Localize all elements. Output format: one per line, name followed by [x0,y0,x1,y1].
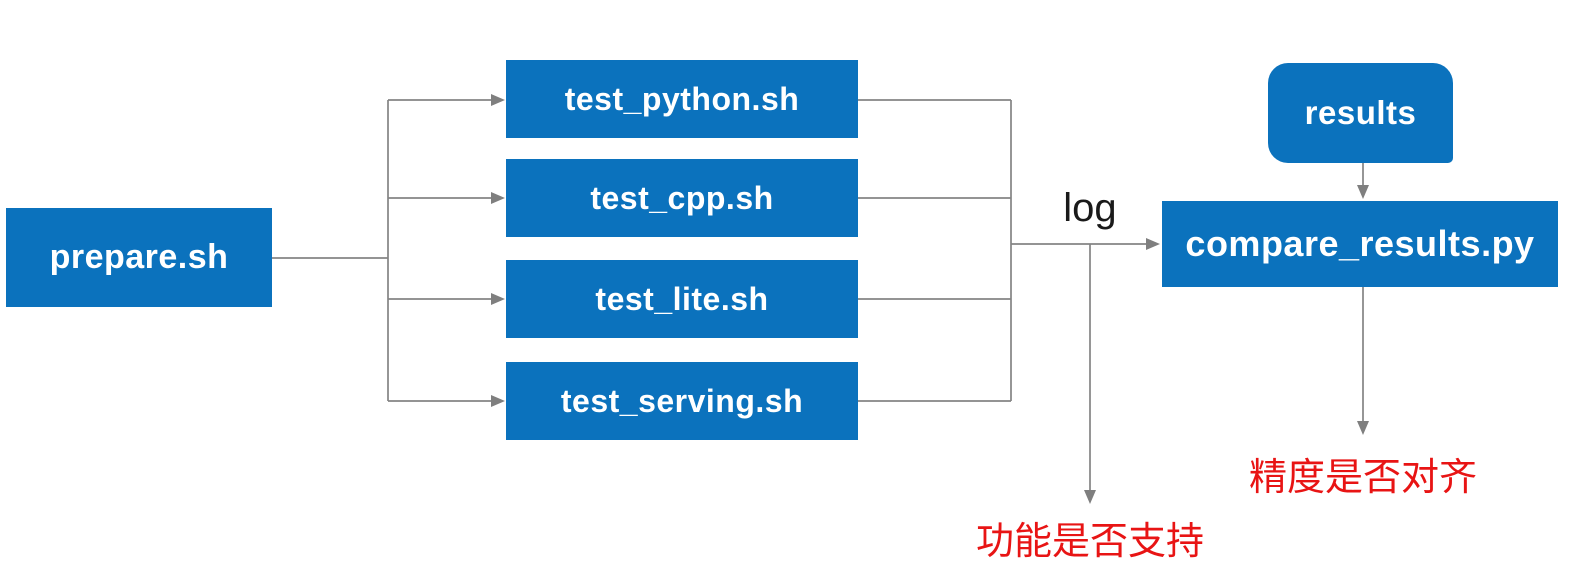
node-test-python-sh: test_python.sh [506,60,858,138]
annotation-precision-alignment: 精度是否对齐 [1248,457,1477,499]
edge-label-log: log [1063,186,1117,230]
node-prepare-sh: prepare.sh [6,208,272,307]
node-compare-results-py: compare_results.py [1162,201,1558,287]
node-results: results [1268,63,1453,163]
annotation-function-support: 功能是否支持 [975,521,1204,563]
node-test-serving-sh: test_serving.sh [506,362,858,440]
node-test-cpp-sh: test_cpp.sh [506,159,858,237]
node-test-lite-sh: test_lite.sh [506,260,858,338]
